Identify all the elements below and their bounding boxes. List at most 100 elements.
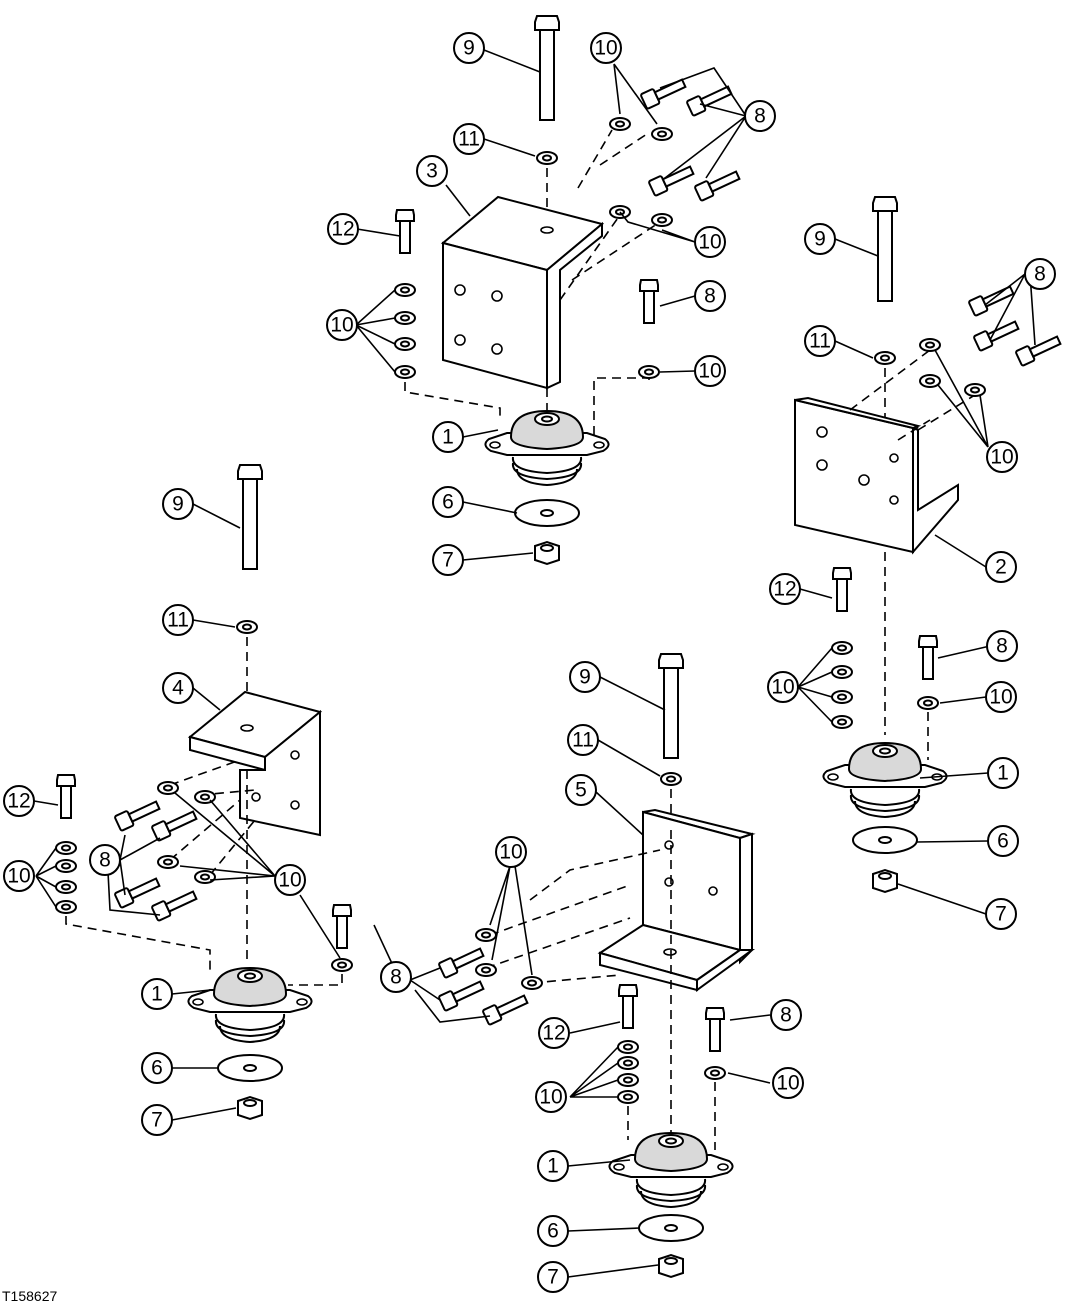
svg-text:12: 12 xyxy=(331,218,354,241)
cap-screw-long xyxy=(237,464,263,570)
washer-small xyxy=(194,870,216,884)
cap-screw-medium xyxy=(395,209,415,254)
washer-large xyxy=(852,826,918,854)
callout-11: 11 xyxy=(804,325,836,357)
svg-text:8: 8 xyxy=(996,635,1008,658)
svg-text:8: 8 xyxy=(754,105,766,128)
svg-text:10: 10 xyxy=(990,446,1013,469)
cap-screw-short xyxy=(639,279,659,324)
alignment-line xyxy=(849,349,976,441)
assembly-top xyxy=(394,15,741,565)
washer-hardened xyxy=(874,351,896,365)
alignment-line xyxy=(288,974,343,986)
washer-small xyxy=(831,690,853,704)
assembly-right xyxy=(794,196,1062,893)
figure-id: T158627 xyxy=(2,1288,58,1304)
callout-10: 10 xyxy=(985,681,1017,713)
svg-text:9: 9 xyxy=(579,666,591,689)
washer-small xyxy=(617,1090,639,1104)
callout-8: 8 xyxy=(694,280,726,312)
svg-text:6: 6 xyxy=(997,830,1009,853)
washer-hardened xyxy=(660,772,682,786)
callout-6: 6 xyxy=(141,1052,173,1084)
callout-4: 4 xyxy=(162,672,194,704)
callout-9: 9 xyxy=(453,32,485,64)
svg-text:10: 10 xyxy=(698,360,721,383)
svg-text:1: 1 xyxy=(997,762,1009,785)
svg-text:8: 8 xyxy=(704,285,716,308)
washer-small xyxy=(704,1066,726,1080)
callout-10: 10 xyxy=(772,1067,804,1099)
isolator xyxy=(608,1132,734,1208)
cap-screw-short xyxy=(113,877,161,910)
callout-10: 10 xyxy=(767,671,799,703)
washer-small xyxy=(331,958,353,972)
cap-screw-short xyxy=(1014,335,1062,368)
washer-small xyxy=(617,1040,639,1054)
callout-10: 10 xyxy=(495,836,527,868)
svg-text:11: 11 xyxy=(809,330,831,353)
alignment-line xyxy=(65,916,211,970)
svg-text:1: 1 xyxy=(442,426,454,449)
svg-text:9: 9 xyxy=(172,493,184,516)
svg-text:8: 8 xyxy=(99,849,111,872)
washer-large xyxy=(514,499,580,527)
washer-small xyxy=(55,880,77,894)
svg-text:1: 1 xyxy=(547,1155,559,1178)
washer-small xyxy=(651,127,673,141)
callout-10: 10 xyxy=(694,226,726,258)
washer-small xyxy=(919,374,941,388)
nut xyxy=(658,1254,684,1278)
bracket-center xyxy=(597,808,756,992)
callout-10: 10 xyxy=(694,355,726,387)
assembly-center xyxy=(437,653,756,1278)
washer-small xyxy=(651,213,673,227)
washer-small xyxy=(617,1056,639,1070)
washer-small xyxy=(394,365,416,379)
svg-text:8: 8 xyxy=(780,1004,792,1027)
svg-text:2: 2 xyxy=(995,556,1007,579)
svg-text:3: 3 xyxy=(426,160,438,183)
washer-large xyxy=(638,1214,704,1242)
washer-small xyxy=(521,976,543,990)
svg-text:10: 10 xyxy=(594,37,617,60)
cap-screw-short xyxy=(647,165,695,198)
callout-10: 10 xyxy=(326,309,358,341)
cap-screw-short xyxy=(693,170,741,203)
cap-screw-long xyxy=(872,196,898,302)
callout-6: 6 xyxy=(537,1215,569,1247)
washer-small xyxy=(55,841,77,855)
washer-small xyxy=(475,963,497,977)
svg-text:7: 7 xyxy=(442,549,454,572)
isolator xyxy=(187,967,313,1043)
washer-small xyxy=(609,117,631,131)
cap-screw-short xyxy=(150,890,198,923)
svg-text:6: 6 xyxy=(547,1220,559,1243)
washer-large xyxy=(217,1054,283,1082)
cap-screw-short xyxy=(481,994,529,1027)
leader-lines xyxy=(33,49,1036,1278)
washer-small xyxy=(831,665,853,679)
callout-11: 11 xyxy=(453,123,485,155)
isolator xyxy=(484,410,610,486)
washer-small xyxy=(394,283,416,297)
washer-small xyxy=(394,337,416,351)
cap-screw-short xyxy=(685,85,733,118)
washer-small xyxy=(919,338,941,352)
svg-text:9: 9 xyxy=(814,228,826,251)
cap-screw-short xyxy=(150,810,198,843)
cap-screw-medium xyxy=(56,774,76,819)
callout-8: 8 xyxy=(744,100,776,132)
washer-small xyxy=(157,855,179,869)
alignment-line xyxy=(169,759,256,965)
callout-8: 8 xyxy=(89,844,121,876)
callout-9: 9 xyxy=(804,223,836,255)
nut xyxy=(237,1096,263,1120)
svg-text:11: 11 xyxy=(572,729,594,752)
callout-9: 9 xyxy=(569,661,601,693)
bracket-top xyxy=(440,195,605,390)
bracket-right xyxy=(794,396,959,555)
cap-screw-short xyxy=(918,635,938,680)
washer-small xyxy=(157,781,179,795)
callout-3: 3 xyxy=(416,155,448,187)
